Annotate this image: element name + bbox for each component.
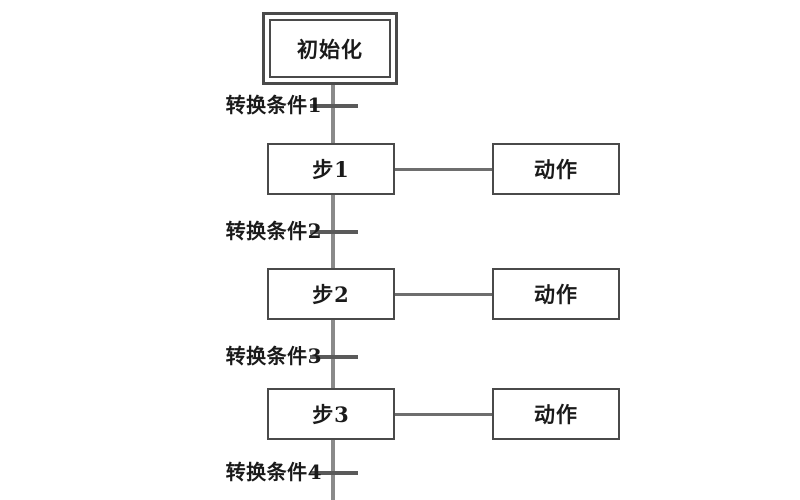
step-box-3[interactable]: 步3 bbox=[267, 388, 395, 440]
transition-condition-label-4: 转换条件4 bbox=[225, 460, 322, 484]
transition-tick-2[interactable] bbox=[310, 230, 358, 234]
transition-tick-3[interactable] bbox=[310, 355, 358, 359]
step-action-link-1 bbox=[395, 168, 492, 171]
step-label-1: 步1 bbox=[312, 157, 350, 182]
transition-condition-label-3: 转换条件3 bbox=[225, 344, 322, 368]
step-box-2[interactable]: 步2 bbox=[267, 268, 395, 320]
transition-condition-label-1: 转换条件1 bbox=[225, 93, 322, 117]
transition-tick-4[interactable] bbox=[310, 471, 358, 475]
step-label-3: 步3 bbox=[312, 402, 350, 427]
action-box-1[interactable]: 动作 bbox=[492, 143, 620, 195]
transition-condition-label-2: 转换条件2 bbox=[225, 219, 322, 243]
step-action-link-2 bbox=[395, 293, 492, 296]
transition-tick-1[interactable] bbox=[310, 104, 358, 108]
initial-step-inner: 初始化 bbox=[269, 19, 391, 78]
action-box-2[interactable]: 动作 bbox=[492, 268, 620, 320]
action-label-2: 动作 bbox=[534, 282, 578, 307]
step-action-link-3 bbox=[395, 413, 492, 416]
step-box-1[interactable]: 步1 bbox=[267, 143, 395, 195]
action-box-3[interactable]: 动作 bbox=[492, 388, 620, 440]
initial-step-box[interactable]: 初始化 bbox=[262, 12, 398, 85]
initial-step-label: 初始化 bbox=[297, 36, 363, 62]
action-label-1: 动作 bbox=[534, 157, 578, 182]
action-label-3: 动作 bbox=[534, 402, 578, 427]
step-label-2: 步2 bbox=[312, 282, 350, 307]
